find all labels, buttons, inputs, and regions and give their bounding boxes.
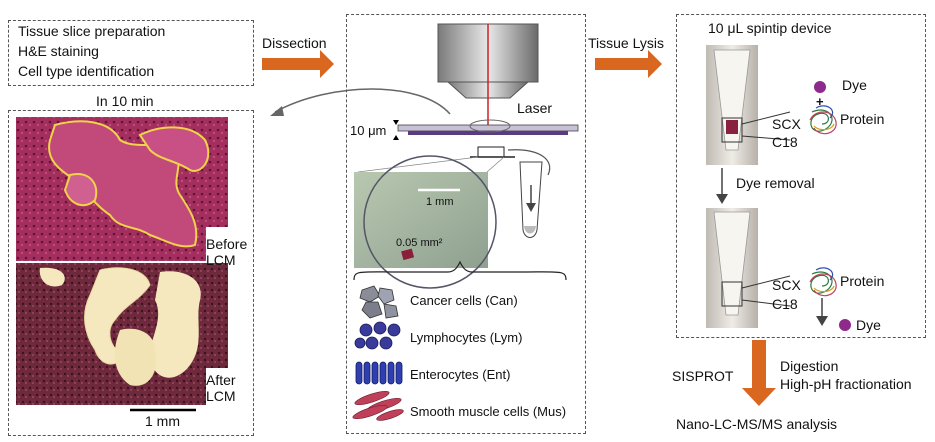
protein-icon-bottom [809,267,837,297]
lcm-box [346,14,586,434]
cell-type-lymphocytes: Lymphocytes (Lym) [410,330,523,345]
protein-label: Protein [840,111,885,127]
laser-label: Laser [517,100,553,116]
plus-sign: + [816,94,824,109]
micrograph-box [8,110,254,436]
dye-label: Dye [842,77,867,93]
after-label-1: After [206,372,236,388]
cancer-cells-icon [359,285,399,319]
after-label-2: LCM [206,388,236,404]
dissection-label: Dissection [262,35,327,51]
scx-label-bottom: SCX [772,277,801,293]
dye-label-bottom: Dye [856,317,881,333]
tissue-lysis-label: Tissue Lysis [588,35,664,51]
in-10-min-label: In 10 min [96,93,154,109]
enterocytes-icon [355,361,403,385]
area-label: 0.05 mm² [396,237,443,249]
smooth-muscle-cells-icon [352,390,404,421]
c18-label: C18 [772,134,798,150]
cell-type-smooth-muscle: Smooth muscle cells (Mus) [410,404,567,419]
protein-label-bottom: Protein [840,273,885,289]
spintip-title: 10 μL spintip device [708,20,832,36]
protein-icon [809,105,837,135]
lymphocytes-icon [354,321,401,350]
dye-dot-icon-bottom [839,319,851,331]
prep-line-2: H&E staining [18,43,99,59]
micrograph-scale-label: 1 mm [145,413,180,429]
thickness-label: 10 μm [350,123,387,138]
scx-label: SCX [772,116,801,132]
digestion-label: Digestion [780,358,839,374]
before-label-2: LCM [206,252,236,268]
fractionation-label: High-pH fractionation [780,376,912,392]
before-label-1: Before [206,236,248,252]
prep-line-1: Tissue slice preparation [18,23,166,39]
analysis-label: Nano-LC-MS/MS analysis [676,416,838,432]
cell-type-enterocytes: Enterocytes (Ent) [410,367,511,382]
sisprot-arrow-icon [742,340,776,406]
dissection-arrow-icon [262,50,334,78]
tissue-lysis-arrow-icon [595,50,662,78]
cap-inset-image [354,172,488,268]
spintip-box [676,14,926,338]
dye-dot-icon [814,81,826,93]
dye-removal-label: Dye removal [736,175,815,191]
sisprot-label: SISPROT [672,368,734,384]
cell-type-cancer: Cancer cells (Can) [410,293,518,308]
c18-label-bottom: C18 [772,296,798,312]
prep-line-3: Cell type identification [18,63,155,79]
prep-box [8,20,254,86]
inset-scale-label: 1 mm [426,196,454,208]
